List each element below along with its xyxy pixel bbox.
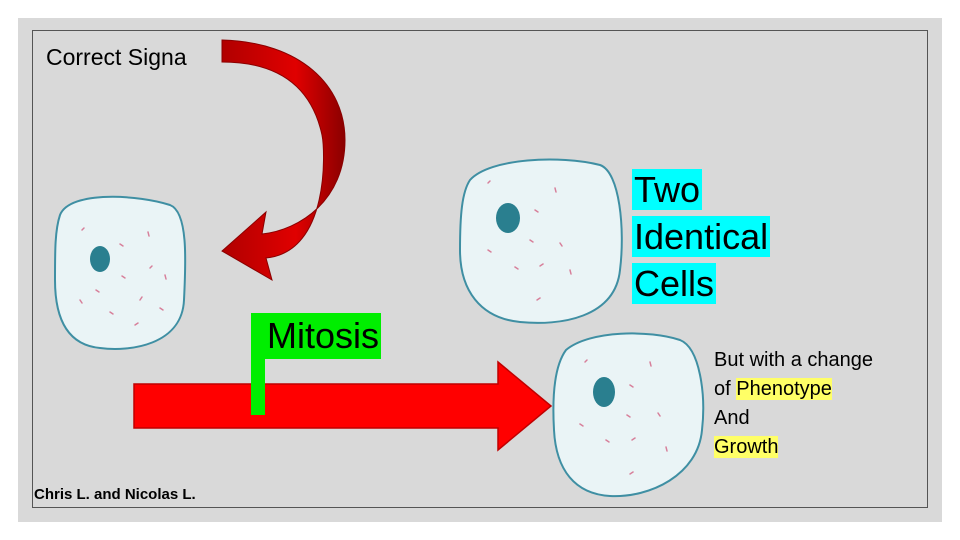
mitosis-label-stem <box>251 313 265 415</box>
slide-title: Correct Signa <box>46 44 187 70</box>
mitosis-arrow <box>133 360 553 452</box>
phenotype-highlight: Phenotype <box>736 378 832 400</box>
growth-highlight: Growth <box>714 436 779 458</box>
signal-curved-arrow <box>221 39 346 282</box>
result-label-line1: Two <box>632 169 703 210</box>
change-note: But with a change of Phenotype And Growt… <box>714 346 873 462</box>
result-label: Two Identical Cells <box>632 166 771 307</box>
change-note-prefix: of <box>714 378 737 400</box>
slide-frame <box>32 30 928 508</box>
result-label-line3: Cells <box>632 263 717 304</box>
author-credit: Chris L. and Nicolas L. <box>34 486 196 503</box>
parent-nucleus <box>90 246 110 272</box>
daughter-cell-top <box>458 158 623 324</box>
daughter-cell-bottom <box>552 332 705 498</box>
change-note-line3: And <box>714 407 750 429</box>
result-label-line2: Identical <box>632 216 771 257</box>
parent-cell <box>53 195 187 350</box>
mitosis-label: Mitosis <box>265 313 382 359</box>
change-note-line1: But with a change <box>714 349 873 371</box>
bottom-cell-nucleus <box>593 377 615 407</box>
top-cell-nucleus <box>496 203 520 233</box>
